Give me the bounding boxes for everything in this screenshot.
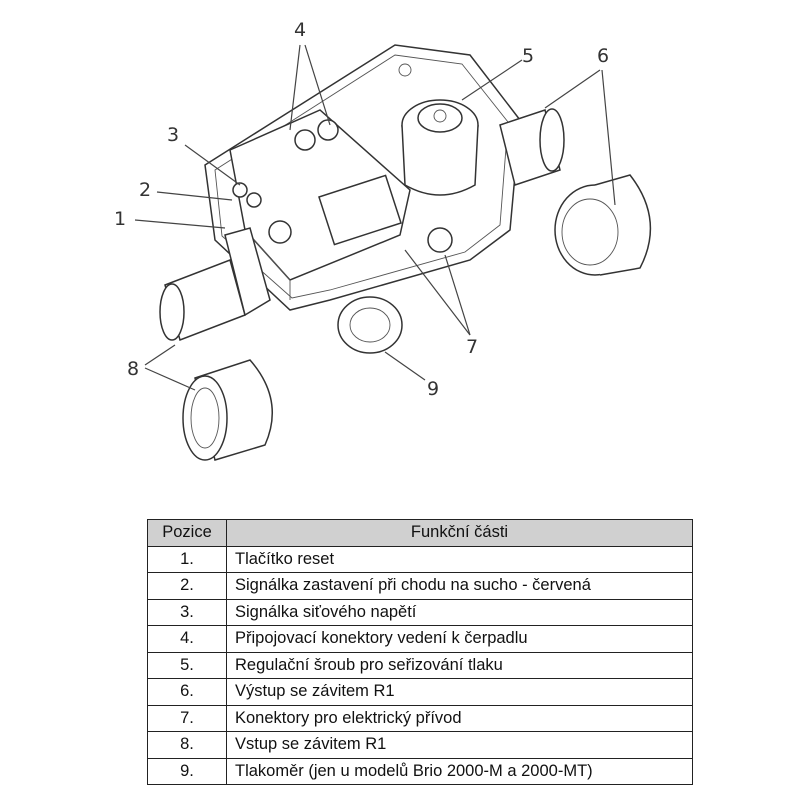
- callout-6: 6: [597, 45, 609, 67]
- indicators: [232, 63, 453, 253]
- table-header-row: Pozice Funkční části: [147, 519, 693, 547]
- row-position: 8.: [147, 731, 227, 759]
- pressure-regulator: [401, 99, 479, 196]
- table-row: 1.Tlačítko reset: [147, 545, 693, 573]
- row-position: 5.: [147, 651, 227, 679]
- row-description: Tlakoměr (jen u modelů Brio 2000-M a 200…: [226, 757, 693, 785]
- table-row: 9.Tlakoměr (jen u modelů Brio 2000-M a 2…: [147, 757, 693, 785]
- callout-8: 8: [127, 358, 139, 380]
- row-position: 1.: [147, 545, 227, 573]
- callout-3: 3: [167, 124, 179, 146]
- callout-9: 9: [427, 378, 439, 400]
- pressure-gauge: [337, 296, 403, 354]
- outlet-thread: [499, 108, 565, 186]
- row-position: 2.: [147, 572, 227, 600]
- table-row: 6.Výstup se závitem R1: [147, 678, 693, 706]
- table-row: 3.Signálka siťového napětí: [147, 598, 693, 626]
- row-description: Konektory pro elektrický přívod: [226, 704, 693, 732]
- row-description: Regulační šroub pro seřizování tlaku: [226, 651, 693, 679]
- row-description: Signálka siťového napětí: [226, 598, 693, 626]
- row-description: Vstup se závitem R1: [226, 731, 693, 759]
- row-position: 7.: [147, 704, 227, 732]
- pump-controller-diagram: 1 2 3 4 5 6 7 8 9: [114, 19, 652, 461]
- callout-7: 7: [466, 336, 478, 358]
- inlet-thread: [159, 227, 271, 341]
- inlet-nut: [182, 359, 273, 461]
- header-position: Pozice: [147, 519, 227, 547]
- row-description: Výstup se závitem R1: [226, 678, 693, 706]
- callout-2: 2: [139, 179, 151, 201]
- table-row: 4.Připojovací konektory vedení k čerpadl…: [147, 625, 693, 653]
- row-description: Signálka zastavení při chodu na sucho - …: [226, 572, 693, 600]
- callout-4: 4: [294, 19, 306, 41]
- row-position: 9.: [147, 757, 227, 785]
- row-position: 3.: [147, 598, 227, 626]
- row-position: 4.: [147, 625, 227, 653]
- callout-5: 5: [522, 45, 534, 67]
- table-row: 5.Regulační šroub pro seřizování tlaku: [147, 651, 693, 679]
- leader-lines: [134, 44, 616, 391]
- header-function: Funkční části: [226, 519, 693, 547]
- table-row: 8.Vstup se závitem R1: [147, 731, 693, 759]
- callout-1: 1: [114, 208, 126, 230]
- outlet-nut: [554, 174, 652, 276]
- row-position: 6.: [147, 678, 227, 706]
- row-description: Připojovací konektory vedení k čerpadlu: [226, 625, 693, 653]
- table-row: 7.Konektory pro elektrický přívod: [147, 704, 693, 732]
- row-description: Tlačítko reset: [226, 545, 693, 573]
- table-row: 2.Signálka zastavení při chodu na sucho …: [147, 572, 693, 600]
